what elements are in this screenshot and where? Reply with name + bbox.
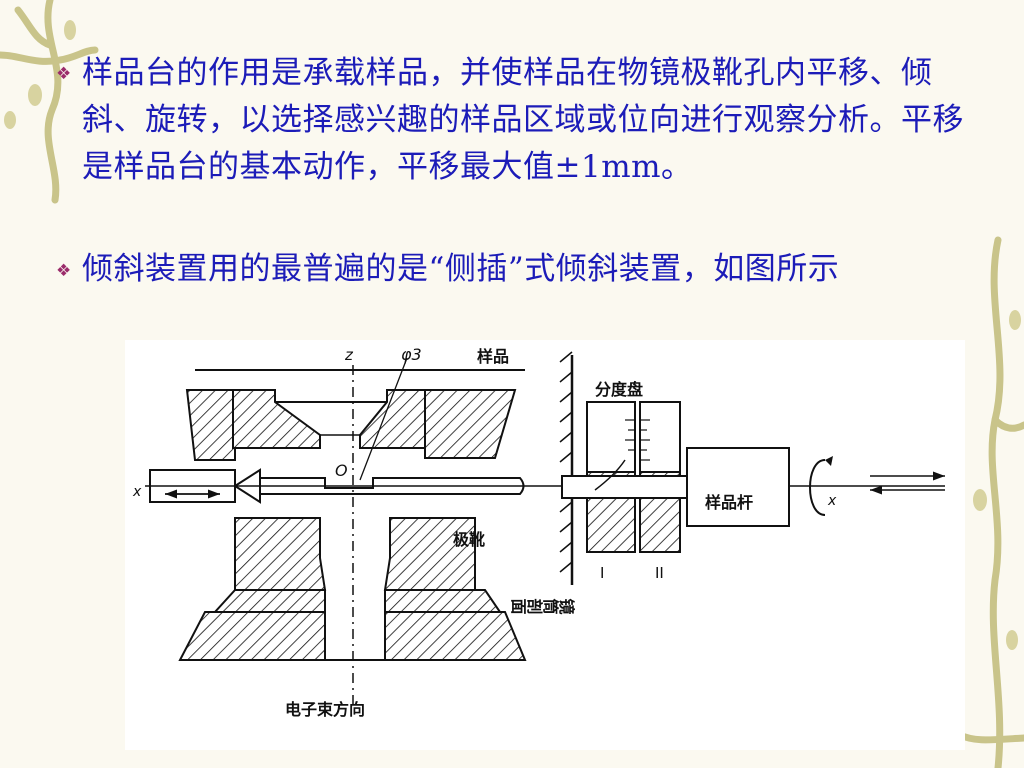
x-axis-right-label: x (827, 493, 837, 509)
sample-label: 样品 (477, 347, 509, 366)
side-entry-holder-diagram: x z φ3 样品 O 极靴 电子束方向 镜筒剖面 分度盘 (125, 340, 965, 750)
sample-rod-box (686, 447, 790, 527)
beam-direction-label: 电子束方向 (285, 700, 365, 719)
paragraph-1: 样品台的作用是承载样品，并使样品在物镜极靴孔内平移、倾斜、旋转，以选择感兴趣的样… (82, 55, 964, 185)
tube-section-label: 镜筒剖面 (510, 596, 576, 616)
bullet-icon: ❖ (56, 261, 72, 281)
diagram-svg: x z φ3 样品 O 极靴 电子束方向 镜筒剖面 分度盘 (125, 340, 965, 750)
lower-pole-right (383, 517, 476, 591)
phi-label: φ3 (401, 345, 422, 364)
roman-two-label: II (655, 564, 664, 582)
paragraph-2: 倾斜装置用的最普遍的是“侧插”式倾斜装置，如图所示 (82, 251, 840, 287)
dial-label: 分度盘 (595, 380, 643, 399)
x-axis-left-label: x (132, 484, 142, 500)
z-axis-label: z (344, 346, 354, 364)
rotation-arrow-icon (809, 459, 826, 516)
pole-piece-label: 极靴 (453, 530, 485, 549)
lower-pole-left (234, 517, 327, 591)
roman-one-label: I (600, 564, 604, 582)
origin-label: O (335, 461, 348, 480)
sample-rod-label: 样品杆 (705, 493, 753, 512)
bullet-icon: ❖ (56, 64, 72, 84)
rod-shaft (561, 475, 688, 499)
